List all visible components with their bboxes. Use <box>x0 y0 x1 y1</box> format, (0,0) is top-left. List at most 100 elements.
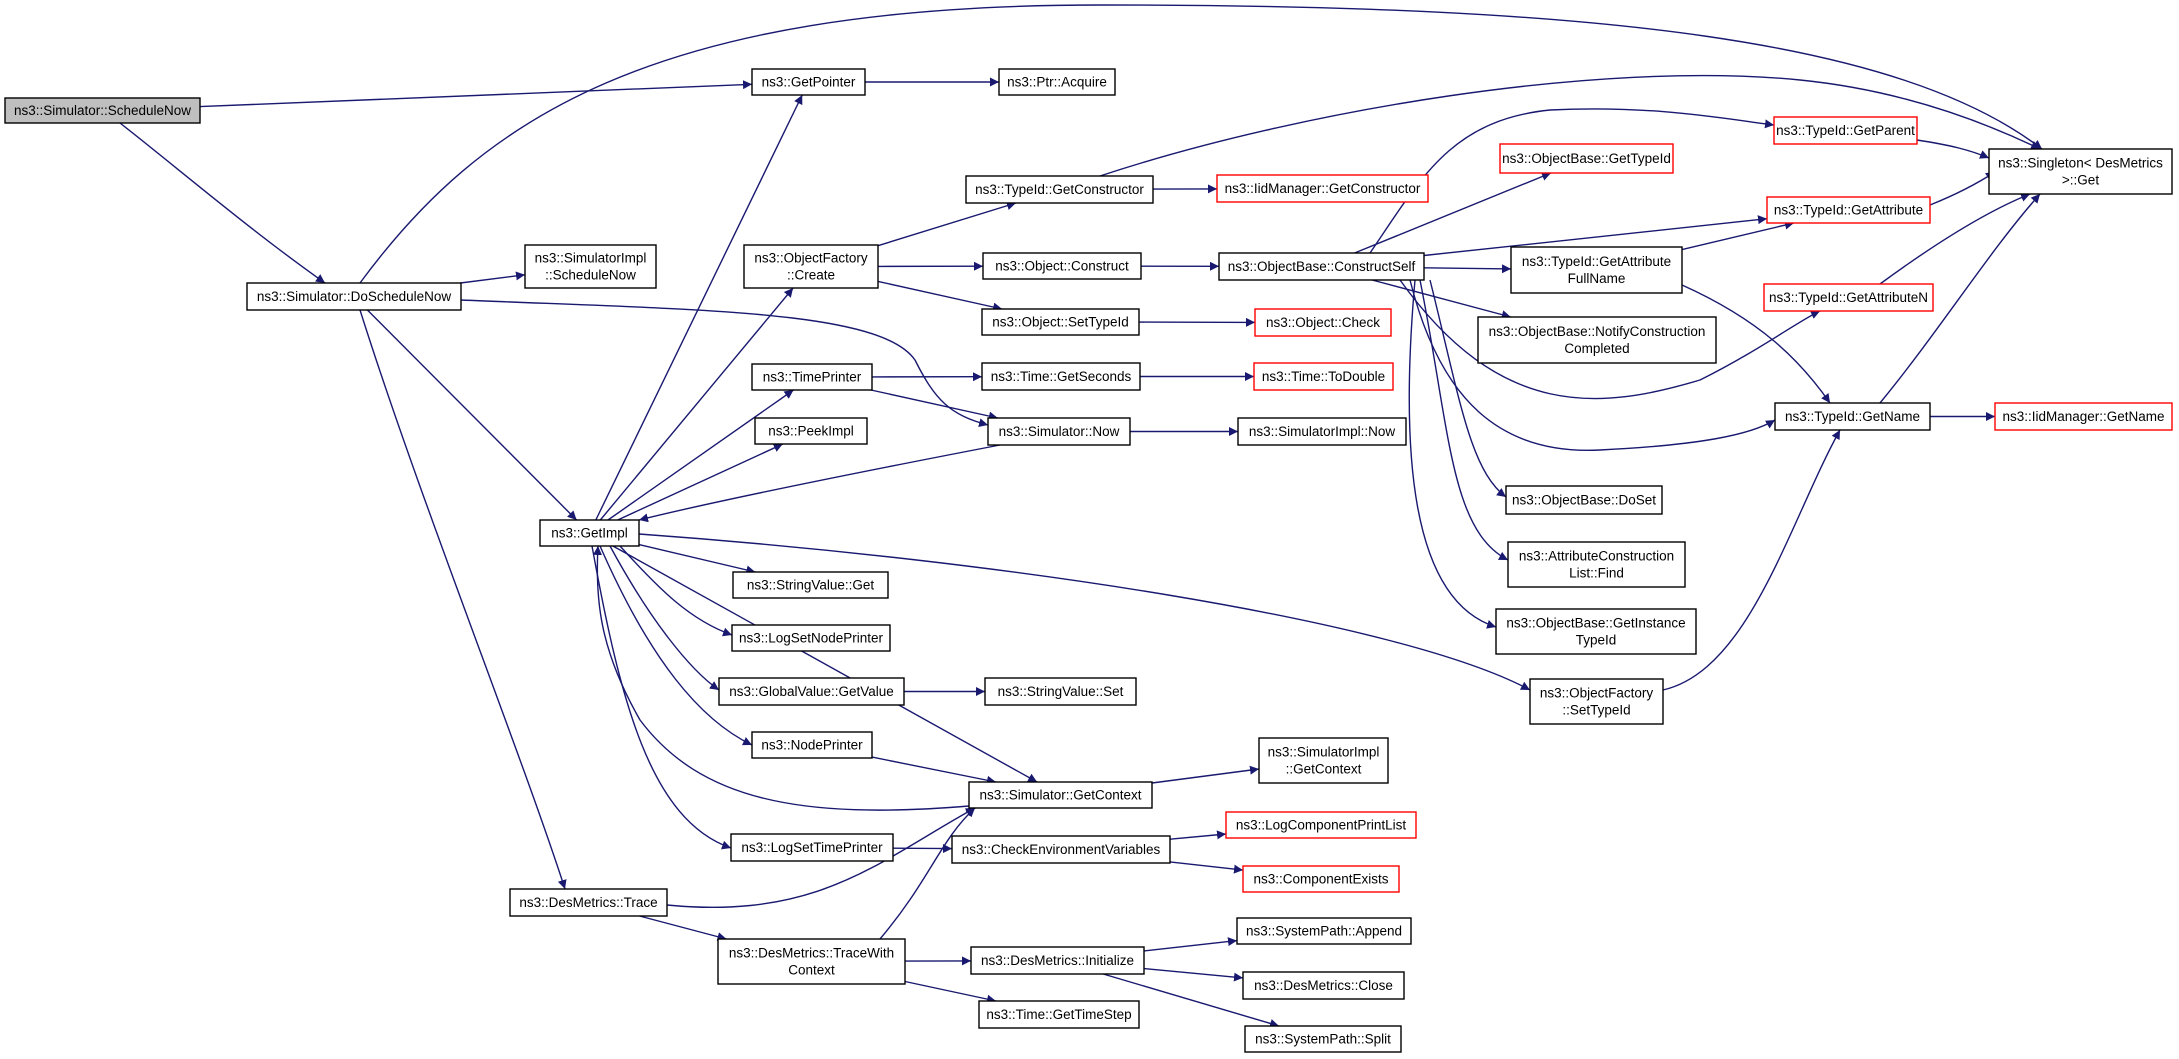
node-box <box>1242 971 1405 1000</box>
graph-node-n29[interactable]: ns3::SimulatorImpl::Now <box>1237 417 1407 446</box>
node-box <box>1254 308 1392 337</box>
graph-node-n10[interactable]: ns3::Object::Construct <box>982 252 1142 280</box>
graph-node-n17[interactable]: ns3::ObjectBase::NotifyConstructionCompl… <box>1477 316 1717 364</box>
edge-n6-to-n25 <box>607 389 794 521</box>
node-label: ::SetTypeId <box>1562 703 1630 718</box>
graph-node-n46[interactable]: ns3::SystemPath::Append <box>1236 917 1412 945</box>
node-label: ns3::GetPointer <box>762 75 856 90</box>
node-label: ns3::TypeId::GetName <box>1785 409 1920 424</box>
edge-n6-to-n2 <box>595 94 803 521</box>
node-label: ns3::LogComponentPrintList <box>1236 818 1407 833</box>
edge-n16-to-n4 <box>1879 193 2031 285</box>
graph-node-n20[interactable]: ns3::ObjectBase::DoSet <box>1505 485 1663 515</box>
node-box <box>1507 541 1686 588</box>
node-label: ::Create <box>787 268 835 283</box>
node-label: ns3::Simulator::GetContext <box>979 788 1141 803</box>
graph-node-n1[interactable]: ns3::Simulator::DoScheduleNow <box>246 282 462 311</box>
graph-node-n49[interactable]: ns3::Time::GetTimeStep <box>978 1000 1140 1029</box>
edge-n1-to-n5 <box>460 271 526 284</box>
graph-node-n16[interactable]: ns3::TypeId::GetAttributeN <box>1763 283 1934 312</box>
graph-node-n27[interactable]: ns3::Time::ToDouble <box>1253 362 1394 391</box>
edge-n13-to-n4 <box>1916 139 1990 159</box>
node-label: ns3::SystemPath::Split <box>1255 1032 1391 1047</box>
node-label: ns3::Simulator::ScheduleNow <box>14 103 191 118</box>
node-box <box>1258 737 1389 784</box>
node-label: ns3::GetImpl <box>551 526 628 541</box>
graph-node-n6[interactable]: ns3::GetImpl <box>539 519 640 547</box>
node-box <box>970 946 1145 975</box>
graph-node-n0: ns3::Simulator::ScheduleNow <box>4 97 201 124</box>
graph-node-n23[interactable]: ns3::Object::SetTypeId <box>981 308 1140 336</box>
node-label: ns3::Singleton< DesMetrics <box>1998 156 2163 171</box>
graph-node-n45[interactable]: ns3::DesMetrics::Initialize <box>970 946 1145 975</box>
graph-node-n36[interactable]: ns3::NodePrinter <box>751 731 873 759</box>
graph-node-n8[interactable]: ns3::TypeId::GetConstructor <box>965 175 1154 204</box>
node-box <box>1253 362 1394 391</box>
node-label: ns3::Object::SetTypeId <box>992 315 1129 330</box>
graph-node-n13[interactable]: ns3::TypeId::GetParent <box>1773 116 1918 145</box>
node-label: ns3::Object::Construct <box>995 259 1129 274</box>
graph-node-n12[interactable]: ns3::ObjectBase::GetTypeId <box>1499 143 1674 174</box>
graph-node-n14[interactable]: ns3::TypeId::GetAttribute <box>1766 196 1931 224</box>
node-box <box>1242 865 1400 893</box>
node-label: ns3::SimulatorImpl <box>1268 745 1380 760</box>
graph-node-n33[interactable]: ns3::GlobalValue::GetValue <box>718 677 905 706</box>
graph-node-n47[interactable]: ns3::DesMetrics::Close <box>1242 971 1405 1000</box>
graph-node-n2[interactable]: ns3::GetPointer <box>751 68 866 96</box>
node-label: ns3::IidManager::GetName <box>2002 409 2164 424</box>
graph-node-n30[interactable]: ns3::PeekImpl <box>754 417 868 445</box>
edge-n44-to-n38 <box>879 807 976 940</box>
node-box <box>509 888 668 917</box>
edge-n25-to-n28 <box>870 389 998 421</box>
node-box <box>1218 252 1425 281</box>
graph-node-n25[interactable]: ns3::TimePrinter <box>751 363 873 391</box>
edge-n18-to-n4 <box>1879 193 2041 404</box>
node-box <box>717 938 906 985</box>
edge-n38-to-n6 <box>593 545 970 811</box>
graph-node-n41[interactable]: ns3::LogComponentPrintList <box>1225 811 1417 839</box>
graph-node-n42[interactable]: ns3::ComponentExists <box>1242 865 1400 893</box>
graph-node-n37[interactable]: ns3::SimulatorImpl::GetContext <box>1258 737 1389 784</box>
node-box <box>998 68 1116 96</box>
graph-node-n32[interactable]: ns3::LogSetNodePrinter <box>731 624 891 652</box>
graph-node-n18[interactable]: ns3::TypeId::GetName <box>1774 402 1931 431</box>
node-label: ns3::PeekImpl <box>768 424 854 439</box>
node-box <box>982 252 1142 280</box>
graph-node-n39[interactable]: ns3::LogSetTimePrinter <box>730 833 894 862</box>
edge-n11-to-n13 <box>1369 108 1775 254</box>
edge-n11-to-n12 <box>1354 172 1552 254</box>
graph-node-n35[interactable]: ns3::ObjectFactory::SetTypeId <box>1529 678 1664 725</box>
node-label: ::GetContext <box>1286 762 1362 777</box>
node-label: ns3::CheckEnvironmentVariables <box>962 842 1161 857</box>
graph-node-n38[interactable]: ns3::Simulator::GetContext <box>968 781 1153 809</box>
node-label: ns3::Simulator::Now <box>999 424 1120 439</box>
graph-node-n11[interactable]: ns3::ObjectBase::ConstructSelf <box>1218 252 1425 281</box>
graph-node-n19[interactable]: ns3::IidManager::GetName <box>1994 402 2173 431</box>
graph-node-n26[interactable]: ns3::Time::GetSeconds <box>981 362 1141 391</box>
node-box <box>1495 608 1697 655</box>
graph-node-n34[interactable]: ns3::StringValue::Set <box>984 677 1137 706</box>
graph-node-n4[interactable]: ns3::Singleton< DesMetrics>::Get <box>1988 148 2173 195</box>
graph-node-n5[interactable]: ns3::SimulatorImpl::ScheduleNow <box>524 244 657 289</box>
graph-node-n9[interactable]: ns3::IidManager::GetConstructor <box>1216 174 1429 203</box>
graph-node-n40[interactable]: ns3::CheckEnvironmentVariables <box>951 835 1171 864</box>
node-box <box>981 308 1140 336</box>
node-label: ns3::LogSetNodePrinter <box>739 631 884 646</box>
node-box <box>1510 246 1683 294</box>
node-box <box>1994 402 2173 431</box>
node-label: ns3::DesMetrics::Initialize <box>981 953 1134 968</box>
graph-node-n48[interactable]: ns3::SystemPath::Split <box>1244 1025 1402 1053</box>
edge-n6-to-n35 <box>638 533 1531 691</box>
graph-node-n28[interactable]: ns3::Simulator::Now <box>987 417 1131 446</box>
graph-node-n7[interactable]: ns3::ObjectFactory::Create <box>743 244 879 289</box>
edge-n6-to-n7 <box>599 287 794 521</box>
graph-node-n43[interactable]: ns3::DesMetrics::Trace <box>509 888 668 917</box>
node-box <box>246 282 462 311</box>
graph-node-n24[interactable]: ns3::Object::Check <box>1254 308 1392 337</box>
graph-node-n3[interactable]: ns3::Ptr::Acquire <box>998 68 1116 96</box>
graph-node-n31[interactable]: ns3::StringValue::Get <box>732 571 889 599</box>
